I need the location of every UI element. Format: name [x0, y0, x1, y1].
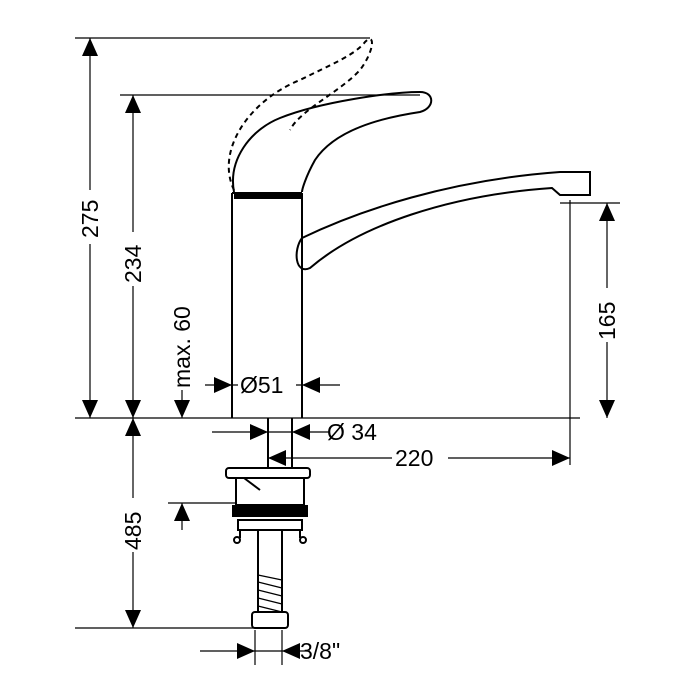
- dim-handle-height: 234: [120, 244, 146, 283]
- dim-total-height: 275: [77, 200, 103, 238]
- dim-connection: 3/8": [300, 638, 340, 664]
- dim-stem-diameter: Ø 34: [327, 419, 377, 445]
- faucet-outline: [225, 38, 591, 629]
- dim-max-deck: max. 60: [169, 306, 195, 388]
- dim-below-deck: 485: [120, 512, 146, 550]
- dim-spout-height: 165: [594, 302, 620, 340]
- dim-spout-reach: 220: [395, 445, 433, 471]
- dim-body-diameter: Ø51: [240, 372, 283, 398]
